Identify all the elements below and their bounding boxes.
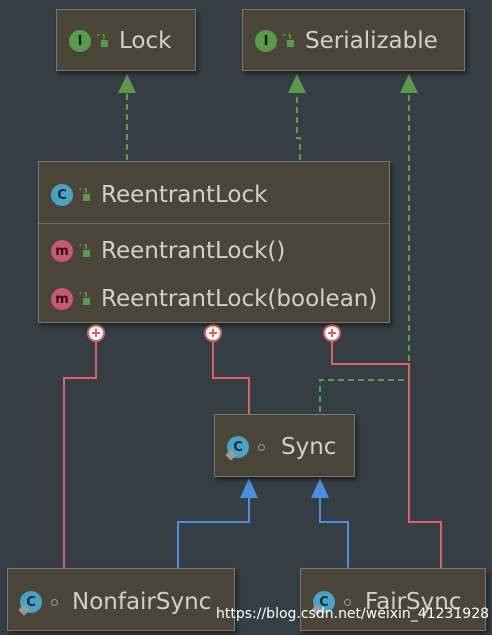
arrowhead-lock [118,74,136,93]
method-label: ReentrantLock() [101,238,286,264]
arrowhead-serializable-1 [288,74,306,93]
arrowhead-sync-2 [311,478,329,498]
edge-fairsync-extends-sync [319,496,349,568]
node-fairsync-label: FairSync [365,589,462,615]
node-reentrantlock-label: ReentrantLock [101,182,268,208]
inner-marker-2 [204,324,222,342]
method-row[interactable]: m ReentrantLock(boolean) [51,286,389,312]
edge-reentrantlock-implements-serializable [296,92,301,160]
node-nonfairsync[interactable]: C NonfairSync [7,568,235,631]
divider [39,223,389,224]
inner-marker-1 [87,324,105,342]
node-sync-label: Sync [281,434,337,460]
edge-nonfairsync-extends-sync [177,496,250,568]
node-sync[interactable]: C Sync [214,414,355,477]
node-reentrantlock[interactable]: C ReentrantLock m ReentrantLock() m Reen… [38,161,390,323]
node-lock-label: Lock [119,28,172,54]
watermark: https://blog.csdn.net/weixin_41231928 [216,606,490,622]
package-private-icon [51,598,58,606]
package-private-icon [344,598,351,606]
interface-icon: I [255,30,277,52]
node-fairsync[interactable]: C FairSync [300,568,486,631]
unlocked-icon [79,292,90,305]
unlocked-icon [283,34,294,47]
arrowhead-serializable-2 [400,74,418,93]
method-label: ReentrantLock(boolean) [101,286,378,312]
unlocked-icon [79,244,90,257]
edge-inner-fairsync [331,340,442,568]
interface-icon: I [69,30,91,52]
edge-inner-sync [212,340,250,414]
inner-marker-3 [323,324,341,342]
edge-inner-nonfairsync [63,340,97,568]
class-icon: C [51,184,73,206]
arrowhead-sync-1 [240,478,258,498]
method-row[interactable]: m ReentrantLock() [51,238,389,264]
edge-sync-implements-serializable [319,92,410,412]
method-icon: m [51,240,73,262]
unlocked-icon [79,188,90,201]
node-lock[interactable]: I Lock [56,9,196,71]
unlocked-icon [97,34,108,47]
package-private-icon [258,443,265,451]
node-nonfairsync-label: NonfairSync [72,589,212,615]
node-serializable[interactable]: I Serializable [242,9,465,71]
node-serializable-label: Serializable [305,28,438,54]
method-icon: m [51,288,73,310]
